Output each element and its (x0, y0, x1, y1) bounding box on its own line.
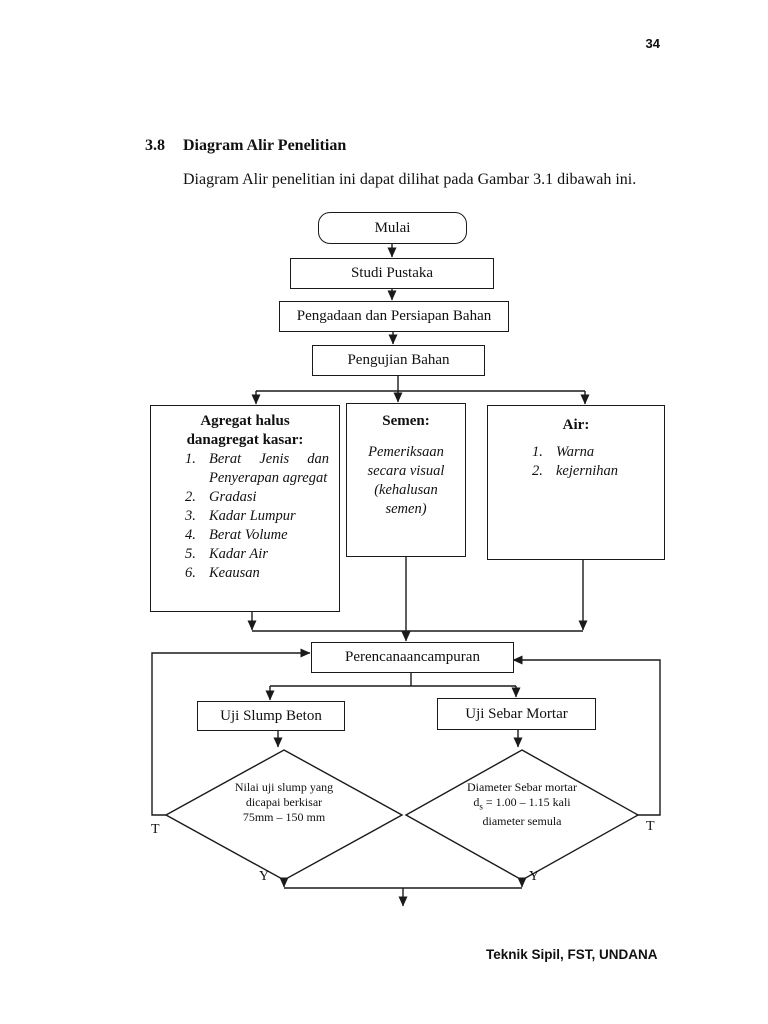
ds-symbol: d (473, 795, 480, 809)
list-item: 2. kejernihan (532, 462, 664, 481)
list-item: 1. Warna (532, 443, 664, 462)
item-number: 1. (185, 451, 196, 467)
node-uji-sebar-label: Uji Sebar Mortar (465, 705, 568, 722)
item-text: Berat Volume (209, 527, 288, 543)
item-number: 3. (185, 508, 196, 524)
node-uji-slump: Uji Slump Beton (197, 701, 345, 731)
air-list: 1. Warna 2. kejernihan (488, 443, 664, 481)
item-text: kejernihan (556, 463, 619, 479)
section-number: 3.8 (145, 137, 165, 154)
node-perencanaan-label: Perencanaancampuran (345, 649, 480, 665)
list-item: 4. Berat Volume (185, 526, 333, 545)
node-studi-pustaka: Studi Pustaka (290, 258, 494, 289)
semen-body: Pemeriksaan secara visual (kehalusan sem… (367, 444, 445, 517)
item-number: 5. (185, 546, 196, 562)
node-pengadaan-label: Pengadaan dan Persiapan Bahan (296, 308, 492, 324)
node-pengujian: Pengujian Bahan (312, 345, 485, 376)
item-text: Warna (556, 444, 595, 460)
node-studi-pustaka-label: Studi Pustaka (350, 265, 434, 281)
connector-lines (151, 242, 661, 907)
section-heading: 3.8 Diagram Alir Penelitian (145, 137, 346, 155)
node-mulai-label: Mulai (374, 219, 411, 236)
item-text: Berat Jenis dan Penyerapan agregat (209, 451, 329, 486)
item-number: 6. (185, 565, 196, 581)
item-text: Keausan (209, 565, 260, 581)
intro-text: Diagram Alir penelitian ini dapat diliha… (183, 171, 637, 188)
decision-sebar-text: Diameter Sebar mortar ds = 1.00 – 1.15 k… (432, 780, 612, 829)
list-item: 1. Berat Jenis dan Penyerapan agregat (185, 450, 333, 488)
list-item: 6. Keausan (185, 564, 333, 583)
box-agregat: Agregat halus danagregat kasar: 1. Berat… (150, 405, 340, 612)
item-number: 2. (185, 489, 196, 505)
section-title: Diagram Alir Penelitian (183, 137, 347, 154)
item-text: Gradasi (209, 489, 257, 505)
item-text: Kadar Lumpur (209, 508, 296, 524)
agregat-list: 1. Berat Jenis dan Penyerapan agregat 2.… (157, 450, 333, 583)
semen-title: Semen: (382, 413, 430, 429)
list-item: 2. Gradasi (185, 488, 333, 507)
node-uji-sebar: Uji Sebar Mortar (437, 698, 596, 730)
decision-slump-line1: Nilai uji slump yang (234, 780, 334, 794)
list-item: 3. Kadar Lumpur (185, 507, 333, 526)
decision-slump-line2: dicapai berkisar (245, 795, 323, 809)
node-uji-slump-label: Uji Slump Beton (220, 707, 322, 724)
node-pengadaan: Pengadaan dan Persiapan Bahan (279, 301, 509, 332)
node-perencanaan: Perencanaancampuran (311, 642, 514, 673)
box-air: Air: 1. Warna 2. kejernihan (487, 405, 665, 560)
box-semen: Semen: Pemeriksaan secara visual (kehalu… (346, 403, 466, 557)
item-number: 2. (532, 463, 543, 479)
footer-text: Teknik Sipil, FST, UNDANA (486, 947, 658, 962)
agregat-title-line2: danagregat kasar: (186, 432, 304, 448)
label-t-left: T (151, 822, 160, 837)
page-number: 34 (645, 36, 660, 51)
ds-subscript: s (479, 801, 483, 812)
decision-sebar-line3: diameter semula (482, 814, 562, 829)
label-y-right: Y (529, 869, 540, 884)
ds-range: = 1.00 – 1.15 kali (482, 795, 571, 809)
decision-sebar-line2: ds = 1.00 – 1.15 kali (432, 795, 612, 814)
agregat-title-line1: Agregat halus (200, 413, 290, 429)
node-pengujian-label: Pengujian Bahan (347, 352, 450, 368)
decision-sebar-line1: Diameter Sebar mortar (467, 780, 577, 794)
node-mulai: Mulai (318, 212, 467, 244)
agregat-title: Agregat halus danagregat kasar: (157, 412, 333, 450)
label-t-right: T (646, 819, 655, 834)
label-y-left: Y (259, 869, 270, 884)
decision-slump-line3: 75mm – 150 mm (242, 810, 326, 824)
air-title: Air: (562, 417, 590, 433)
item-text: Kadar Air (209, 546, 268, 562)
list-item: 5. Kadar Air (185, 545, 333, 564)
item-number: 1. (532, 444, 543, 460)
item-number: 4. (185, 527, 196, 543)
decision-slump-text: Nilai uji slump yang dicapai berkisar 75… (194, 780, 374, 825)
